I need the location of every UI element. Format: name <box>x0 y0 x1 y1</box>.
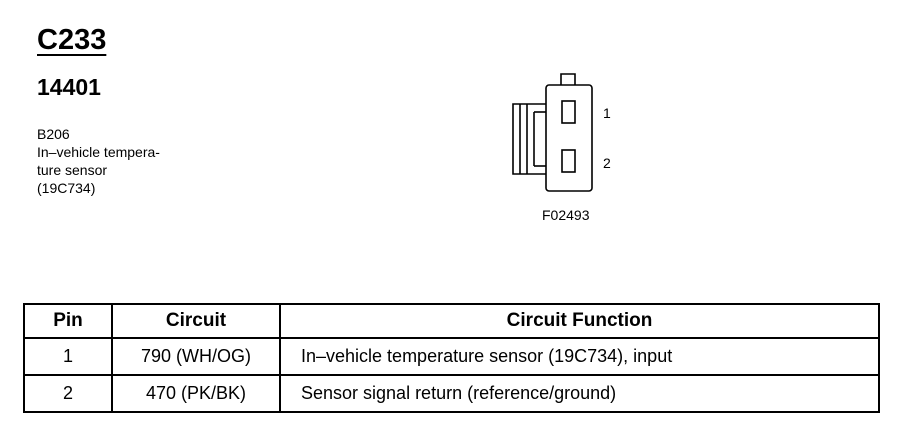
pin-cell: 2 <box>23 374 113 413</box>
pin-cavity-2 <box>561 149 576 173</box>
pinout-table: Pin Circuit Circuit Function 1 790 (WH/O… <box>23 303 880 413</box>
header-circuit-function: Circuit Function <box>279 303 880 339</box>
function-cell: In–vehicle temperature sensor (19C734), … <box>279 337 880 376</box>
description-line: (19C734) <box>37 180 96 196</box>
pin-cell: 1 <box>23 337 113 376</box>
circuit-cell: 790 (WH/OG) <box>111 337 281 376</box>
connector-latch <box>560 73 576 85</box>
component-description: B206 In–vehicle tempera- ture sensor (19… <box>37 125 160 197</box>
header-circuit: Circuit <box>111 303 281 339</box>
header-pin: Pin <box>23 303 113 339</box>
table-header-row: Pin Circuit Circuit Function <box>23 303 880 339</box>
connector-shroud <box>512 103 546 175</box>
pin-label-2: 2 <box>603 155 611 171</box>
connector-id: C233 <box>37 24 107 56</box>
function-cell: Sensor signal return (reference/ground) <box>279 374 880 413</box>
harness-id: 14401 <box>37 74 101 100</box>
figure-id: F02493 <box>542 207 590 223</box>
connector-diagram: 1 2 <box>512 73 611 192</box>
table-row: 2 470 (PK/BK) Sensor signal return (refe… <box>23 374 880 413</box>
pin-cavity-1 <box>561 100 576 124</box>
description-line: ture sensor <box>37 162 108 178</box>
description-line: B206 <box>37 126 70 142</box>
pin-label-1: 1 <box>603 105 611 121</box>
connector-housing <box>545 84 593 192</box>
table-row: 1 790 (WH/OG) In–vehicle temperature sen… <box>23 337 880 376</box>
description-line: In–vehicle tempera- <box>37 144 160 160</box>
circuit-cell: 470 (PK/BK) <box>111 374 281 413</box>
